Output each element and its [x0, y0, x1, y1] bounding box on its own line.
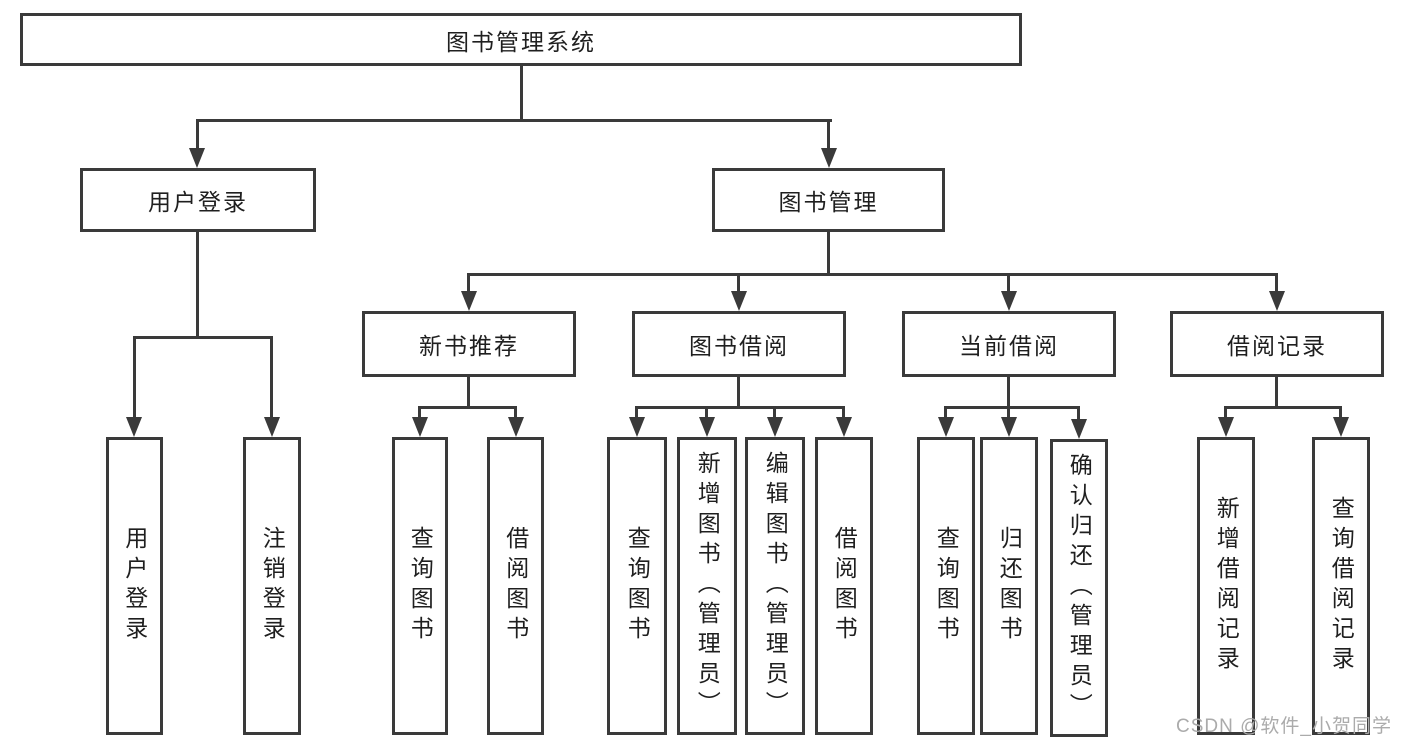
arrow-down-icon: [264, 417, 280, 437]
connector-line: [133, 339, 136, 419]
connector-line: [467, 273, 1278, 276]
connector-line: [418, 406, 517, 409]
leaf-borrowing-edit-books-admin-label: 编辑图书（管理员）: [762, 451, 789, 721]
connector-line: [1007, 377, 1010, 409]
leaf-newbooks-borrow-books-label: 借阅图书: [502, 526, 529, 646]
leaf-current-query-books: 查询图书: [917, 437, 975, 735]
connector-line: [842, 409, 845, 419]
leaf-current-confirm-return-admin-label: 确认归还（管理员）: [1066, 453, 1093, 723]
arrow-down-icon: [1071, 419, 1087, 439]
leaf-user-login: 用户登录: [106, 437, 163, 735]
arrow-down-icon: [1269, 291, 1285, 311]
connector-line: [1339, 409, 1342, 419]
arrow-down-icon: [938, 417, 954, 437]
leaf-newbooks-query-books-label: 查询图书: [407, 526, 434, 646]
arrow-down-icon: [508, 417, 524, 437]
leaf-borrowing-add-books-admin-label: 新增图书（管理员）: [694, 451, 721, 721]
connector-line: [944, 409, 947, 419]
leaf-current-confirm-return-admin: 确认归还（管理员）: [1050, 439, 1108, 737]
connector-line: [1275, 377, 1278, 409]
connector-line: [418, 409, 421, 419]
connector-line: [1224, 409, 1227, 419]
node-user-login: 用户登录: [80, 168, 316, 232]
node-current-borrowing-label: 当前借阅: [959, 333, 1059, 359]
node-current-borrowing: 当前借阅: [902, 311, 1116, 377]
node-new-book-recommend: 新书推荐: [362, 311, 576, 377]
leaf-records-add-record-label: 新增借阅记录: [1213, 496, 1240, 676]
connector-line: [270, 339, 273, 419]
connector-line: [1007, 276, 1010, 293]
arrow-down-icon: [699, 417, 715, 437]
leaf-borrowing-edit-books-admin: 编辑图书（管理员）: [745, 437, 805, 735]
leaf-newbooks-query-books: 查询图书: [392, 437, 448, 735]
leaf-borrowing-query-books: 查询图书: [607, 437, 667, 735]
node-root: 图书管理系统: [20, 13, 1022, 66]
node-borrowing-records: 借阅记录: [1170, 311, 1384, 377]
arrow-down-icon: [1333, 417, 1349, 437]
node-root-label: 图书管理系统: [446, 28, 596, 55]
connector-line: [1275, 276, 1278, 293]
connector-line: [635, 409, 638, 419]
node-borrowing-records-label: 借阅记录: [1227, 333, 1327, 359]
connector-line: [1224, 406, 1342, 409]
arrow-down-icon: [126, 417, 142, 437]
leaf-newbooks-borrow-books: 借阅图书: [487, 437, 544, 735]
connector-line: [133, 336, 273, 339]
arrow-down-icon: [189, 148, 205, 168]
connector-line: [705, 409, 708, 419]
leaf-logout: 注销登录: [243, 437, 301, 735]
node-book-borrowing-label: 图书借阅: [689, 333, 789, 359]
connector-line: [635, 406, 845, 409]
leaf-current-return-books-label: 归还图书: [996, 526, 1023, 646]
leaf-borrowing-query-books-label: 查询图书: [624, 526, 651, 646]
connector-line: [827, 122, 830, 150]
leaf-borrowing-add-books-admin: 新增图书（管理员）: [677, 437, 737, 735]
leaf-current-return-books: 归还图书: [980, 437, 1038, 735]
leaf-borrowing-borrow-books-label: 借阅图书: [831, 526, 858, 646]
node-new-book-recommend-label: 新书推荐: [419, 333, 519, 359]
leaf-current-query-books-label: 查询图书: [933, 526, 960, 646]
leaf-records-add-record: 新增借阅记录: [1197, 437, 1255, 735]
connector-line: [773, 409, 776, 419]
arrow-down-icon: [821, 148, 837, 168]
connector-line: [467, 276, 470, 293]
connector-line: [520, 66, 523, 122]
connector-line: [196, 232, 199, 339]
arrow-down-icon: [836, 417, 852, 437]
csdn-watermark: CSDN @软件_小贺同学: [1176, 716, 1392, 737]
node-book-management-label: 图书管理: [778, 189, 879, 215]
arrow-down-icon: [731, 291, 747, 311]
connector-line: [1077, 409, 1080, 419]
node-book-borrowing: 图书借阅: [632, 311, 846, 377]
connector-line: [737, 377, 740, 409]
arrow-down-icon: [629, 417, 645, 437]
connector-line: [944, 406, 1080, 409]
arrow-down-icon: [1001, 291, 1017, 311]
connector-line: [196, 119, 832, 122]
connector-line: [737, 276, 740, 293]
connector-line: [827, 232, 830, 276]
connector-line: [514, 409, 517, 419]
arrow-down-icon: [767, 417, 783, 437]
arrow-down-icon: [1218, 417, 1234, 437]
connector-line: [196, 122, 199, 150]
leaf-borrowing-borrow-books: 借阅图书: [815, 437, 873, 735]
arrow-down-icon: [1001, 417, 1017, 437]
arrow-down-icon: [461, 291, 477, 311]
arrow-down-icon: [412, 417, 428, 437]
node-book-management: 图书管理: [712, 168, 945, 232]
leaf-records-query-record: 查询借阅记录: [1312, 437, 1370, 735]
connector-line: [467, 377, 470, 409]
connector-line: [1007, 409, 1010, 419]
node-user-login-label: 用户登录: [148, 189, 248, 215]
leaf-logout-label: 注销登录: [259, 526, 286, 646]
leaf-user-login-label: 用户登录: [121, 526, 148, 646]
leaf-records-query-record-label: 查询借阅记录: [1328, 496, 1355, 676]
